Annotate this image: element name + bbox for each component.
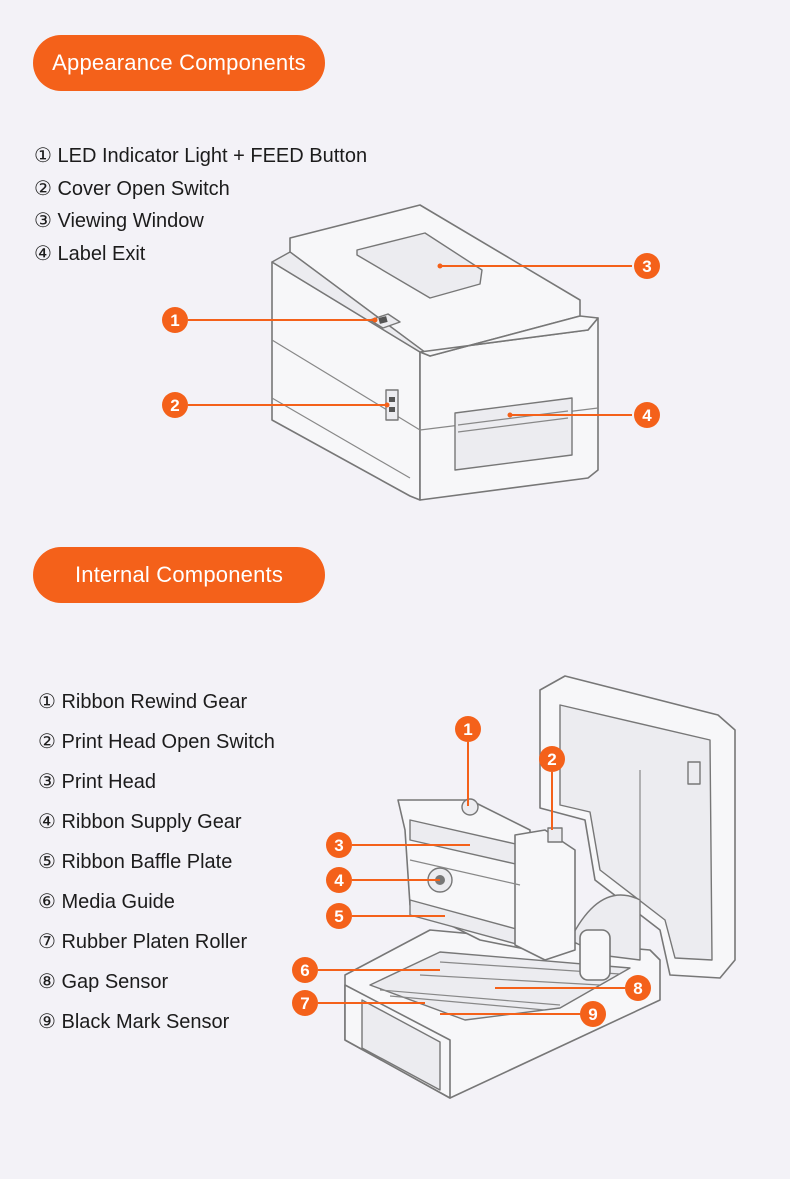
list-item: ① LED Indicator Light + FEED Button [34, 145, 368, 167]
list-item: ① Ribbon Rewind Gear [38, 691, 248, 713]
callout-badge-3: 3 [326, 832, 352, 858]
list-item: ④ Label Exit [34, 243, 146, 266]
callout-badge-3: 3 [634, 253, 660, 279]
printer-open-illustration [344, 675, 736, 1099]
list-item: ③ Viewing Window [34, 210, 204, 233]
list-item: ⑥ Media Guide [38, 891, 175, 913]
svg-text:2: 2 [547, 750, 556, 769]
callout-badge-4: 4 [634, 402, 660, 428]
internal-components-list: ① Ribbon Rewind Gear ② Print Head Open S… [38, 689, 275, 1049]
svg-text:9: 9 [588, 1005, 597, 1024]
internal-components-heading: Internal Components [33, 547, 325, 603]
svg-text:1: 1 [170, 311, 179, 330]
list-item: ⑦ Rubber Platen Roller [38, 931, 248, 953]
callout-badge-1: 1 [455, 716, 481, 742]
callout-badge-8: 8 [625, 975, 651, 1001]
appearance-components-list: ① LED Indicator Light + FEED Button ② Co… [34, 143, 367, 274]
svg-text:4: 4 [642, 406, 652, 425]
callout-badge-6: 6 [292, 957, 318, 983]
svg-text:5: 5 [334, 907, 343, 926]
svg-text:2: 2 [170, 396, 179, 415]
svg-text:1: 1 [463, 720, 472, 739]
svg-text:6: 6 [300, 961, 309, 980]
callout-badge-4: 4 [326, 867, 352, 893]
svg-text:3: 3 [334, 836, 343, 855]
list-item: ⑧ Gap Sensor [38, 971, 169, 993]
callout-badge-2: 2 [162, 392, 188, 418]
callout-badge-1: 1 [162, 307, 188, 333]
svg-text:7: 7 [300, 994, 309, 1013]
callout-badge-2: 2 [539, 746, 565, 772]
svg-text:8: 8 [633, 979, 642, 998]
callout-badge-9: 9 [580, 1001, 606, 1027]
printer-closed-illustration [271, 204, 599, 501]
list-item: ② Cover Open Switch [34, 177, 230, 200]
list-item: ⑨ Black Mark Sensor [38, 1011, 230, 1033]
callout-badge-7: 7 [292, 990, 318, 1016]
svg-text:4: 4 [334, 871, 344, 890]
appearance-components-heading: Appearance Components [33, 35, 325, 91]
callout-badge-5: 5 [326, 903, 352, 929]
list-item: ④ Ribbon Supply Gear [38, 811, 242, 833]
list-item: ② Print Head Open Switch [38, 731, 275, 753]
list-item: ③ Print Head [38, 771, 156, 793]
list-item: ⑤ Ribbon Baffle Plate [38, 851, 233, 873]
svg-text:3: 3 [642, 257, 651, 276]
